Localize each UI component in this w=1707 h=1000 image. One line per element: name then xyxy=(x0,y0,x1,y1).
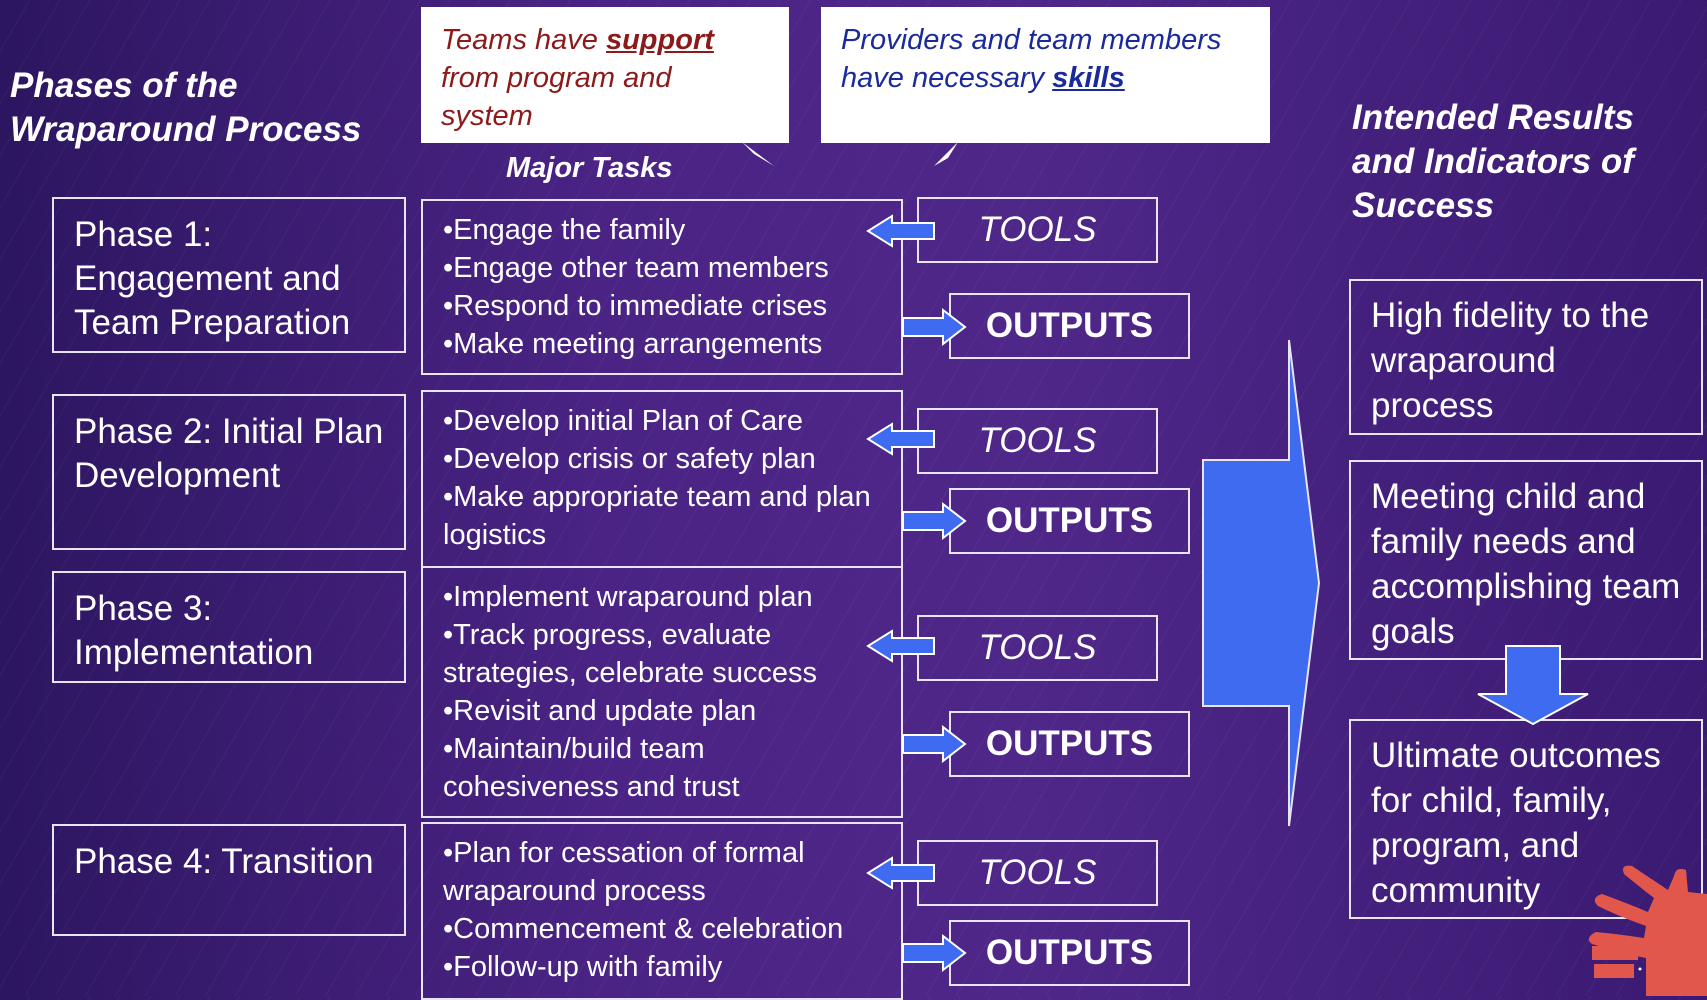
callout-pointer-icon xyxy=(742,142,774,166)
phase-4-box: Phase 4: Transition xyxy=(52,824,406,936)
phase-1-tools: TOOLS xyxy=(917,197,1158,263)
phase-4-tools: TOOLS xyxy=(917,840,1158,906)
phase-1-tasks: •Engage the family •Engage other team me… xyxy=(421,199,903,375)
outputs-arrow-right-icon xyxy=(902,307,967,347)
phase-3-box: Phase 3: Implementation xyxy=(52,571,406,683)
tools-arrow-left-icon xyxy=(866,214,935,248)
phases-heading: Phases of the Wraparound Process xyxy=(10,66,362,149)
phase-1-outputs: OUTPUTS xyxy=(949,293,1190,359)
result-ultimate-outcomes: Ultimate outcomes for child, family, pro… xyxy=(1349,719,1703,919)
phase-4-tasks: •Plan for cessation of formal wraparound… xyxy=(421,822,903,1000)
phase-2-tasks: •Develop initial Plan of Care •Develop c… xyxy=(421,390,903,568)
result-high-fidelity: High fidelity to the wraparound process xyxy=(1349,279,1703,435)
skills-callout-text: Providers and team members have necessar… xyxy=(841,24,1222,94)
phase-3-tools: TOOLS xyxy=(917,615,1158,681)
phase-1-box: Phase 1: Engagement and Team Preparation xyxy=(52,197,406,353)
callout-pointer-icon xyxy=(934,142,958,166)
support-callout-emphasis: support xyxy=(605,24,714,56)
support-callout: Teams have support from program and syst… xyxy=(421,7,789,143)
phase-2-tools: TOOLS xyxy=(917,408,1158,474)
phase-4-outputs: OUTPUTS xyxy=(949,920,1190,986)
outputs-arrow-right-icon xyxy=(902,501,967,541)
tools-arrow-left-icon xyxy=(866,629,935,663)
skills-callout-emphasis: skills xyxy=(1052,62,1125,94)
phase-3-tasks: •Implement wraparound plan •Track progre… xyxy=(421,566,903,818)
support-callout-text: Teams have xyxy=(441,24,606,56)
result-meeting-needs: Meeting child and family needs and accom… xyxy=(1349,460,1703,660)
outputs-arrow-right-icon xyxy=(902,933,967,973)
outputs-arrow-right-icon xyxy=(902,724,967,764)
phase-2-box: Phase 2: Initial Plan Development xyxy=(52,394,406,550)
support-callout-text-end: from program and system xyxy=(441,62,672,132)
major-tasks-heading: Major Tasks xyxy=(506,152,673,184)
phase-3-outputs: OUTPUTS xyxy=(949,711,1190,777)
results-arrow-down-icon xyxy=(1477,645,1589,726)
results-chevron-arrow-icon xyxy=(1202,339,1321,827)
phase-2-outputs: OUTPUTS xyxy=(949,488,1190,554)
skills-callout: Providers and team members have necessar… xyxy=(821,7,1270,143)
tools-arrow-left-icon xyxy=(866,422,935,456)
hand-logo-icon xyxy=(1588,865,1707,996)
tools-arrow-left-icon xyxy=(866,856,935,890)
results-heading: Intended Results and Indicators of Succe… xyxy=(1352,98,1634,225)
